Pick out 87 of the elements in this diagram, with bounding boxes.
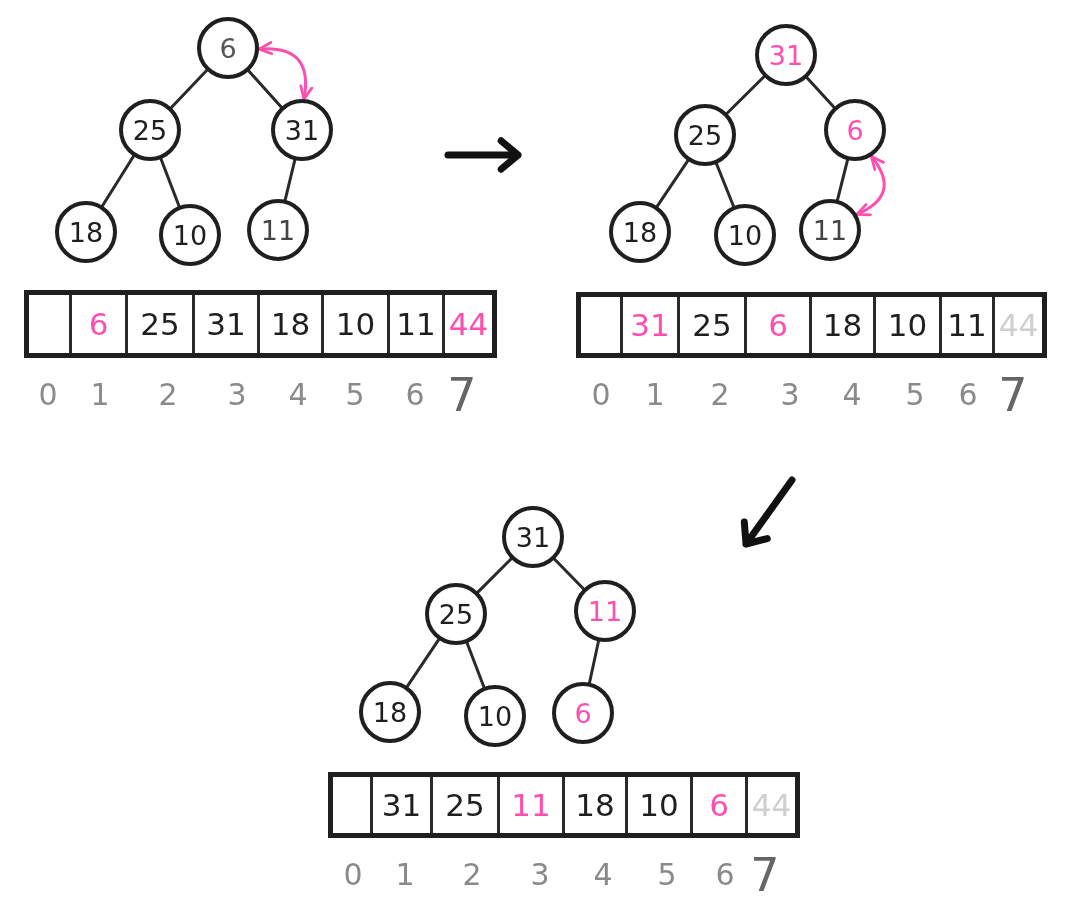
node-value: 6 [846,116,864,144]
array-cell: 31 [373,777,433,833]
connector-line [283,158,297,202]
array-cell: 25 [128,295,195,353]
index-number: 6 [958,380,978,410]
connector-line [588,639,600,685]
node-value: 10 [172,221,208,249]
double-headed-arrow [257,41,313,101]
index-number: 4 [842,380,862,410]
index-number: 7 [447,372,477,418]
connector-line [159,157,181,208]
array-cell: 31 [195,295,260,353]
connector-line [715,162,735,208]
index-number: 1 [645,380,665,410]
index-number: 6 [715,860,735,890]
index-number: 2 [158,380,178,410]
connector-line [655,159,690,208]
index-number: 3 [530,860,550,890]
double-headed-arrow [855,154,886,216]
node-value: 10 [477,702,513,730]
array-cell: 6 [747,297,812,353]
connector-line [101,154,135,208]
node-value: 11 [260,216,296,244]
index-number: 1 [90,380,110,410]
connector-line [805,76,836,109]
index-number: 3 [227,380,247,410]
array-cell: 6 [72,295,128,353]
connector-line [553,557,585,591]
node-value: 18 [372,698,408,726]
connector-line [725,75,766,115]
node-value: 31 [284,116,320,144]
node-value: 25 [687,121,723,149]
index-number: 7 [750,852,780,898]
connector-line [465,641,486,689]
index-number: 0 [343,860,363,890]
array-cell: 11 [500,777,565,833]
heap-node-circle [674,104,736,166]
connector-line [476,557,513,594]
index-number: 2 [710,380,730,410]
index-number: 1 [395,860,415,890]
connector-line [836,158,849,202]
index-number: 6 [405,380,425,410]
array-cell: 18 [260,295,324,353]
array-cell: 10 [876,297,942,353]
array-cell: 18 [812,297,876,353]
index-number: 2 [462,860,482,890]
node-value: 10 [727,221,763,249]
connector-line [169,69,209,109]
node-value: 6 [219,34,237,62]
node-value: 31 [515,523,551,551]
node-value: 18 [68,218,104,246]
array-cell: 6 [693,777,748,833]
array-cell: 11 [390,295,445,353]
array-cell: 10 [628,777,693,833]
heap-node-circle [755,24,817,86]
connector-line [405,638,441,688]
heap-node-circle [574,580,636,642]
index-number: 4 [288,380,308,410]
heap-node-circle [502,506,564,568]
heap-node-circle [824,99,886,161]
node-value: 11 [812,216,848,244]
index-number: 5 [657,860,677,890]
array-cell: 31 [623,297,680,353]
node-value: 6 [574,699,592,727]
array-cell: 11 [942,297,995,353]
connector-line [247,69,283,109]
array-cell: 25 [680,297,747,353]
array-cell: 25 [433,777,500,833]
array-cell: 18 [565,777,628,833]
heap-node-circle [425,583,487,645]
array-cell: 10 [324,295,390,353]
array-cell-text: 44 [447,304,490,344]
heap-node-circle [271,99,333,161]
heap-node-circle [119,99,181,161]
index-number: 0 [38,380,58,410]
index-number: 4 [593,860,613,890]
index-number: 7 [998,372,1028,418]
index-number: 3 [780,380,800,410]
node-value: 18 [622,218,658,246]
node-value: 11 [587,597,623,625]
index-number: 5 [905,380,925,410]
heap-node-circle [197,17,259,79]
index-number: 5 [345,380,365,410]
node-value: 25 [132,116,168,144]
index-number: 0 [591,380,611,410]
node-value: 25 [438,600,474,628]
node-value: 31 [768,41,804,69]
